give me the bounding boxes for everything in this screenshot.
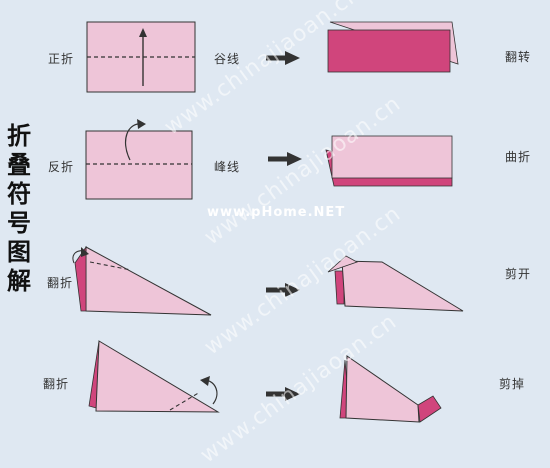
row2-right-label: 曲折	[505, 150, 532, 164]
diagram-canvas	[72, 21, 464, 423]
watermark-center-text: www.pHome.NET	[207, 205, 346, 220]
row3-right-label: 剪开	[505, 267, 532, 281]
row3-left-label: 翻折	[47, 276, 74, 290]
row2-mountain-fold-before	[85, 119, 193, 200]
row3-result-arrow-icon	[266, 283, 300, 297]
row4-cut-before	[88, 340, 220, 413]
row2-mid-label: 峰线	[214, 160, 241, 174]
row1-right-label: 翻转	[505, 50, 532, 64]
row1-valley-fold-after	[327, 21, 459, 73]
row4-left-label: 翻折	[43, 377, 70, 391]
row4-right-label: 剪掉	[499, 377, 526, 391]
row1-left-label: 正折	[48, 52, 75, 66]
row2-mountain-fold-after	[325, 135, 453, 187]
page-title: 折叠符号图解	[7, 122, 31, 295]
row2-result-arrow-icon	[268, 152, 302, 166]
row4-cut-after	[339, 355, 442, 423]
row1-result-arrow-icon	[266, 51, 300, 65]
origami-symbol-chart: www.chinajiaoan.cn www.chinajiaoan.cn ww…	[7, 0, 532, 468]
row3-flip-fold-before	[72, 245, 212, 316]
row1-mid-label: 谷线	[214, 52, 241, 66]
row4-result-arrow-icon	[266, 387, 300, 401]
row2-left-label: 反折	[48, 160, 75, 174]
row3-flip-fold-after	[327, 255, 464, 312]
row1-valley-fold-before	[86, 21, 196, 93]
